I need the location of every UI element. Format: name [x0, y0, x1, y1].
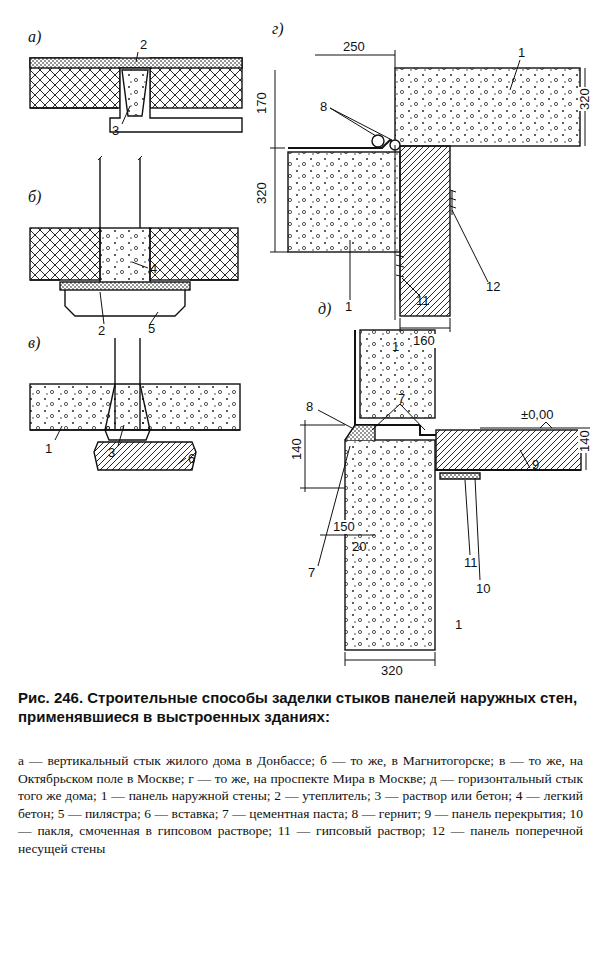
- callout-number: 3: [108, 446, 115, 460]
- dimension-text: 170: [255, 91, 269, 115]
- dimension-text: 140: [290, 437, 304, 461]
- joint-drawings: [0, 0, 599, 680]
- callout-number: 2: [98, 324, 105, 338]
- callout-number: 6: [188, 452, 195, 466]
- joint-a: [30, 52, 242, 132]
- part-letter: г): [272, 22, 284, 36]
- callout-number: 20: [352, 540, 366, 554]
- part-letter: д): [318, 302, 331, 316]
- dimension-text: 320: [380, 664, 404, 678]
- part-letter: а): [28, 30, 41, 44]
- callout-number: 1: [345, 300, 352, 314]
- callout-number: 2: [140, 38, 147, 52]
- joint-v: [30, 338, 240, 470]
- part-letter: б): [28, 190, 41, 204]
- dimension-text: 250: [342, 40, 366, 54]
- figure-caption: Рис. 246. Строительные способы заделки с…: [18, 688, 583, 726]
- callout-number: 8: [306, 400, 313, 414]
- callout-number: 3: [112, 124, 119, 138]
- callout-number: 1: [518, 46, 525, 60]
- callout-number: 7: [398, 392, 405, 406]
- callout-number: 8: [320, 100, 327, 114]
- dimension-text: 160: [412, 334, 436, 348]
- callout-number: 1: [455, 618, 462, 632]
- joint-g: [270, 50, 585, 332]
- joint-d: [300, 330, 590, 666]
- callout-number: 11: [464, 556, 478, 570]
- legend-text: а — вертикальный стык жилого дома в Донб…: [18, 752, 583, 857]
- dimension-text: 140: [578, 429, 592, 453]
- callout-number: 1: [45, 442, 52, 456]
- dimension-text: 320: [578, 87, 592, 111]
- callout-number: 5: [148, 322, 155, 336]
- callout-number: 12: [486, 280, 500, 294]
- dimension-text: 150: [332, 520, 356, 534]
- callout-number: 9: [532, 458, 539, 472]
- callout-number: 4: [150, 262, 157, 276]
- dimension-text: ±0,00: [520, 408, 554, 422]
- joint-b: [30, 156, 238, 324]
- callout-number: 11: [416, 294, 430, 308]
- part-letter: в): [28, 336, 40, 350]
- dimension-text: 320: [255, 181, 269, 205]
- callout-number: 1: [392, 340, 399, 354]
- callout-number: 10: [476, 582, 490, 596]
- callout-number: 7: [308, 566, 315, 580]
